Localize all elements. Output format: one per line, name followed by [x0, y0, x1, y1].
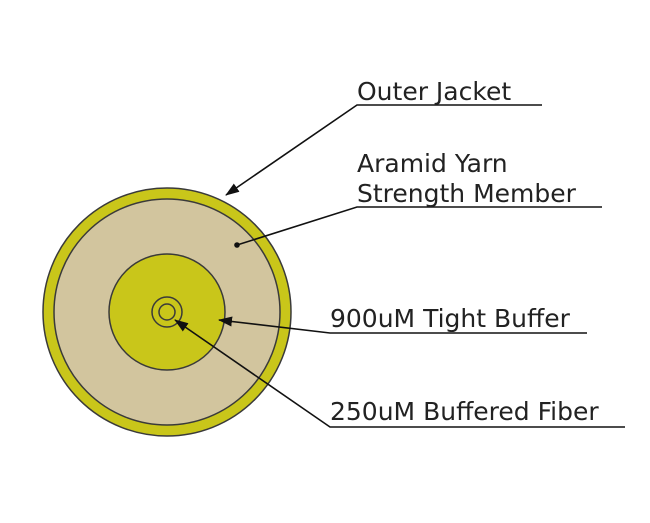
buffered-fiber-leader	[174, 319, 625, 428]
aramid-yarn-label-line2: Strength Member	[357, 179, 577, 208]
tight-buffer-leader	[218, 316, 587, 334]
outer-jacket-label: Outer Jacket	[357, 77, 511, 106]
leader-lines	[174, 104, 625, 428]
tight-buffer-label: 900uM Tight Buffer	[330, 304, 571, 333]
buffered-fiber-label: 250uM Buffered Fiber	[330, 397, 599, 426]
buffered-fiber-core	[158, 303, 176, 321]
aramid-yarn-label-line1: Aramid Yarn	[357, 149, 508, 178]
outer-jacket-leader	[225, 104, 542, 196]
aramid-yarn-leader	[236, 206, 602, 246]
